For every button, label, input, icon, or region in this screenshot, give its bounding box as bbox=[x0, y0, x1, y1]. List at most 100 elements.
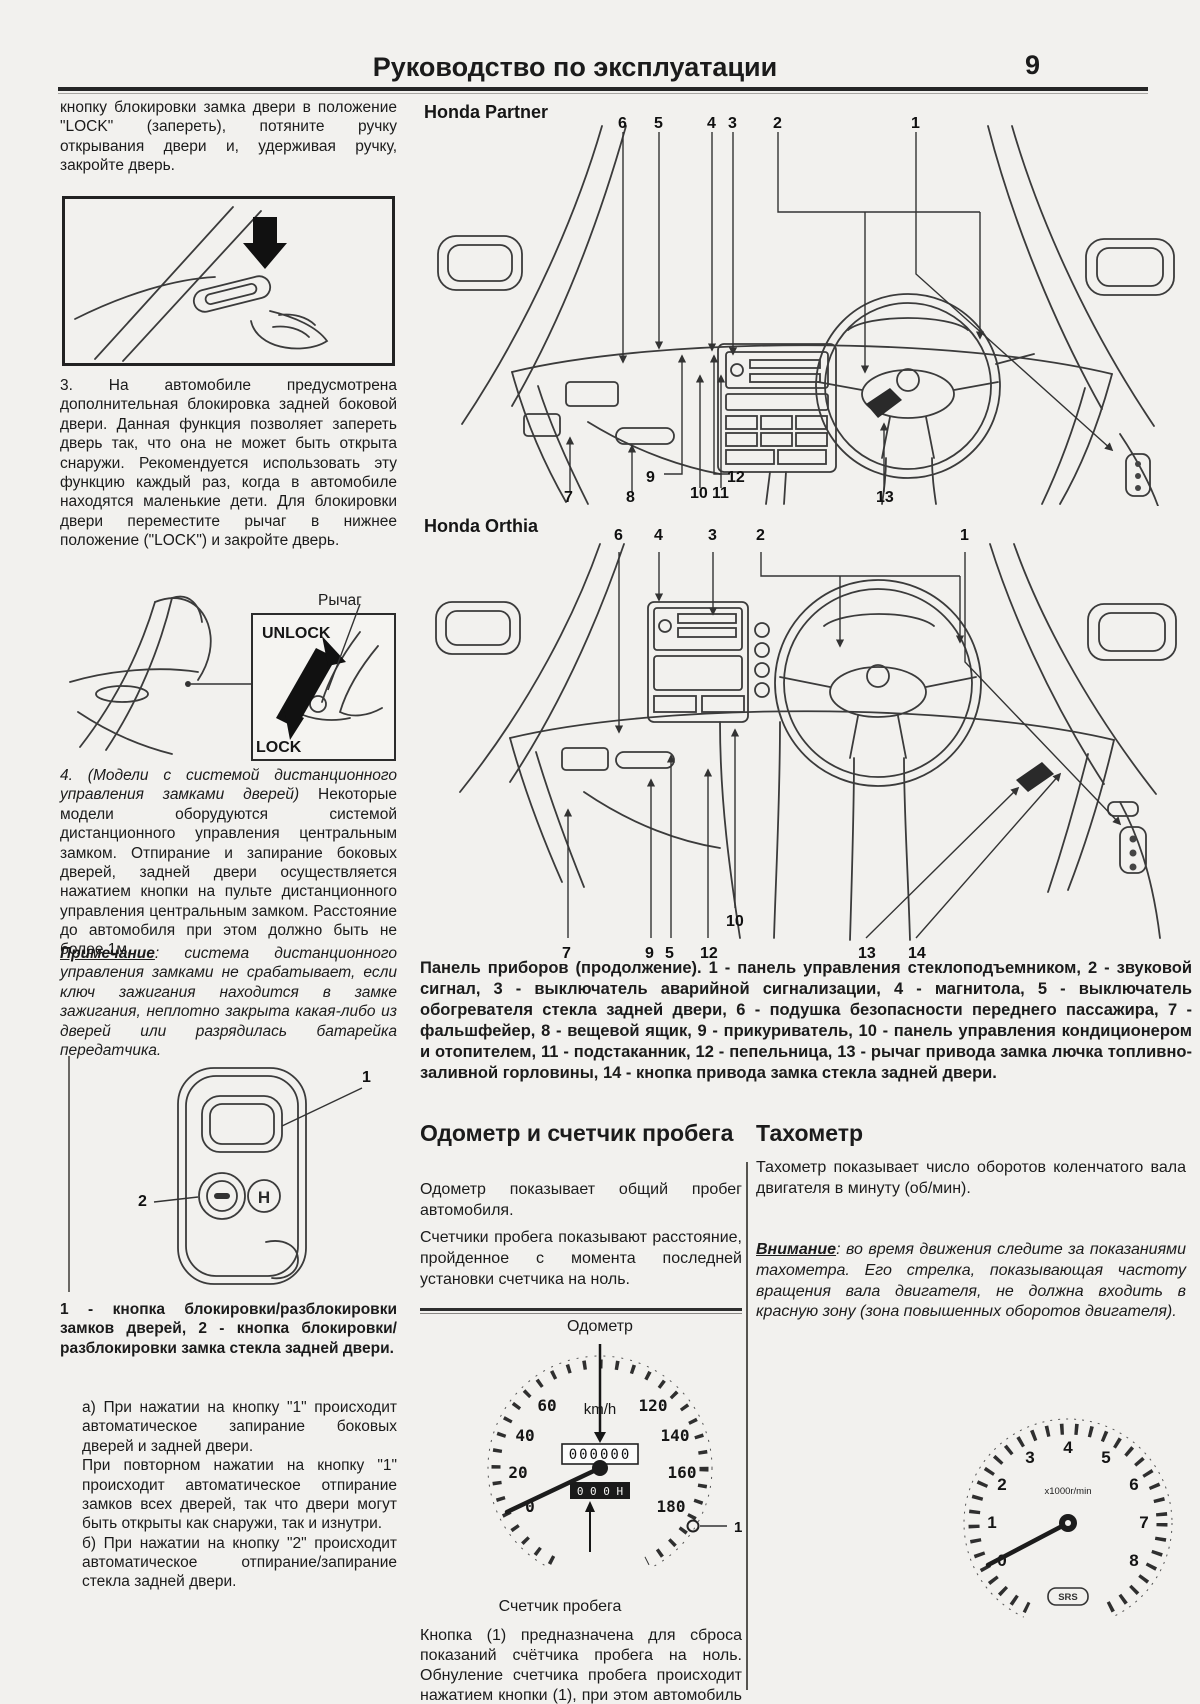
dial-60: 60 bbox=[537, 1396, 556, 1415]
partner-label: Honda Partner bbox=[424, 102, 549, 122]
callout-number: 12 bbox=[700, 945, 718, 962]
partner-dashboard-figure: Honda Partner bbox=[420, 102, 1192, 510]
lock-lever-figure: Рычаг UNLOCK LOCK bbox=[60, 562, 397, 762]
speedometer-odometer-pointer-label: Одометр bbox=[567, 1318, 633, 1335]
lock-label: LOCK bbox=[256, 739, 302, 756]
odometer-footer: Кнопка (1) предназначена для сброса пока… bbox=[420, 1627, 742, 1704]
item-a1: а) При нажатии на кнопку "1" происходит … bbox=[82, 1399, 397, 1455]
odometer-rule-shadow bbox=[420, 1313, 742, 1314]
warning-label: Внимание bbox=[756, 1241, 837, 1258]
callout-number: 6 bbox=[618, 115, 627, 132]
lock-lever-illustration: UNLOCK LOCK bbox=[69, 595, 396, 761]
callout-number: 7 bbox=[564, 489, 573, 506]
remote-fob-figure: H 1 2 bbox=[60, 1056, 397, 1296]
tach-6: 6 bbox=[1129, 1475, 1138, 1494]
dial-0: 0 bbox=[525, 1497, 535, 1516]
reset-callout: 1 bbox=[734, 1519, 742, 1536]
callout-number: 1 bbox=[960, 527, 969, 544]
intro-paragraph: кнопку блокировки замка двери в положени… bbox=[60, 99, 397, 175]
tach-8: 8 bbox=[1129, 1551, 1138, 1570]
callout-number: 7 bbox=[562, 945, 571, 962]
remote-fob-illustration: H bbox=[153, 1067, 363, 1285]
note-text: : система дистанционного управления замк… bbox=[60, 945, 397, 1059]
fob-callout-1: 1 bbox=[362, 1069, 371, 1086]
partner-dashboard-illustration bbox=[437, 125, 1175, 506]
panel-caption: Панель приборов (продолжение). 1 - панел… bbox=[420, 959, 1192, 1082]
item-b: б) При нажатии на кнопку "2" происходит … bbox=[82, 1534, 397, 1591]
callout-number: 5 bbox=[665, 945, 674, 962]
page-number: 9 bbox=[1024, 50, 1040, 80]
callout-number: 10 bbox=[690, 485, 708, 502]
door-handle-illustration bbox=[74, 206, 329, 362]
orthia-label: Honda Orthia bbox=[424, 516, 539, 536]
callout-number: 1 bbox=[911, 115, 920, 132]
header-rule bbox=[58, 87, 1148, 91]
remote-caption: 1 - кнопка блокировки/разблокировки замк… bbox=[60, 1301, 397, 1357]
callout-number: 9 bbox=[646, 469, 655, 486]
callout-number: 13 bbox=[858, 945, 876, 962]
press-arrow-icon bbox=[243, 217, 287, 269]
callout-number: 4 bbox=[707, 115, 716, 132]
orthia-dashboard-figure: Honda Orthia bbox=[420, 512, 1192, 964]
odometer-para-2: Счетчики пробега показывают расстояние, … bbox=[420, 1229, 742, 1288]
header-rule-shadow bbox=[58, 93, 1148, 94]
trip-arrow-icon bbox=[585, 1501, 595, 1512]
lever-label: Рычаг bbox=[318, 592, 362, 609]
callout-number: 2 bbox=[756, 527, 765, 544]
callout-number: 4 bbox=[654, 527, 663, 544]
odometer-value: 000000 bbox=[569, 1447, 632, 1463]
odometer-heading: Одометр и счетчик пробега bbox=[420, 1120, 734, 1146]
trip-value: 0 0 0 H bbox=[577, 1485, 623, 1498]
callout-number: 13 bbox=[876, 489, 894, 506]
remote-items: а) При нажатии на кнопку "1" происходит … bbox=[82, 1398, 397, 1592]
paragraph-4-rest: Некоторые модели оборудуются системой ди… bbox=[60, 786, 397, 959]
callout-number: 5 bbox=[654, 115, 663, 132]
trip-meter-label: Счетчик пробега bbox=[498, 1598, 622, 1615]
callout-number: 2 bbox=[773, 115, 782, 132]
callout-number: 12 bbox=[727, 469, 745, 486]
tachometer-illustration: x1000r/min 0 1 2 3 4 5 6 7 8 SRS bbox=[963, 1418, 1173, 1638]
dial-20: 20 bbox=[508, 1463, 527, 1482]
callout-number: 9 bbox=[645, 945, 654, 962]
tach-5: 5 bbox=[1101, 1448, 1110, 1467]
tach-units-label: x1000r/min bbox=[1045, 1486, 1092, 1497]
note-paragraph: Примечание: система дистанционного управ… bbox=[60, 944, 397, 1060]
figure-left-rule bbox=[68, 1056, 70, 1292]
paragraph-3: 3. На автомобиле предусмотрена дополните… bbox=[60, 377, 397, 549]
svg-text:H: H bbox=[258, 1188, 270, 1207]
tach-3: 3 bbox=[1025, 1448, 1034, 1467]
dial-40: 40 bbox=[515, 1426, 534, 1445]
orthia-dashboard-illustration bbox=[435, 543, 1177, 941]
callout-number: 8 bbox=[626, 489, 635, 506]
callout-number: 3 bbox=[708, 527, 717, 544]
tach-badge: SRS bbox=[1058, 1592, 1078, 1603]
tachometer-heading: Тахометр bbox=[756, 1120, 864, 1146]
pointer-arrow-icon bbox=[594, 1432, 606, 1443]
dial-120: 120 bbox=[639, 1396, 668, 1415]
tach-1: 1 bbox=[987, 1513, 996, 1532]
paragraph-4-lead: 4. (Модели с системой дистанционного упр… bbox=[60, 767, 397, 804]
warning-text: : во время движения следите за показания… bbox=[756, 1241, 1186, 1321]
page-title: Руководство по эксплуатации bbox=[372, 52, 778, 82]
callout-number: 11 bbox=[712, 485, 729, 502]
column-divider bbox=[746, 1162, 748, 1690]
dial-180: 180 bbox=[657, 1497, 686, 1516]
odometer-para-1: Одометр показывает общий пробег автомоби… bbox=[420, 1181, 742, 1219]
tachometer-figure: x1000r/min 0 1 2 3 4 5 6 7 8 SRS bbox=[948, 1398, 1188, 1668]
dial-140: 140 bbox=[661, 1426, 690, 1445]
paragraph-4: 4. (Модели с системой дистанционного упр… bbox=[60, 766, 397, 960]
unlock-label: UNLOCK bbox=[262, 625, 331, 642]
note-label: Примечание bbox=[60, 945, 155, 962]
callout-number: 3 bbox=[728, 115, 737, 132]
tach-2: 2 bbox=[997, 1475, 1006, 1494]
odometer-rule bbox=[420, 1308, 742, 1311]
tach-7: 7 bbox=[1139, 1513, 1148, 1532]
speedometer-illustration: km/h 60 40 20 0 120 140 160 180 000000 0… bbox=[487, 1344, 742, 1592]
fob-callout-2: 2 bbox=[138, 1193, 147, 1210]
item-a2: При повторном нажатии на кнопку "1" прои… bbox=[82, 1457, 397, 1533]
tach-0: 0 bbox=[997, 1551, 1006, 1570]
dial-160: 160 bbox=[668, 1463, 697, 1482]
callout-number: 10 bbox=[726, 913, 744, 930]
speedometer-figure: km/h 60 40 20 0 120 140 160 180 000000 0… bbox=[450, 1340, 750, 1600]
